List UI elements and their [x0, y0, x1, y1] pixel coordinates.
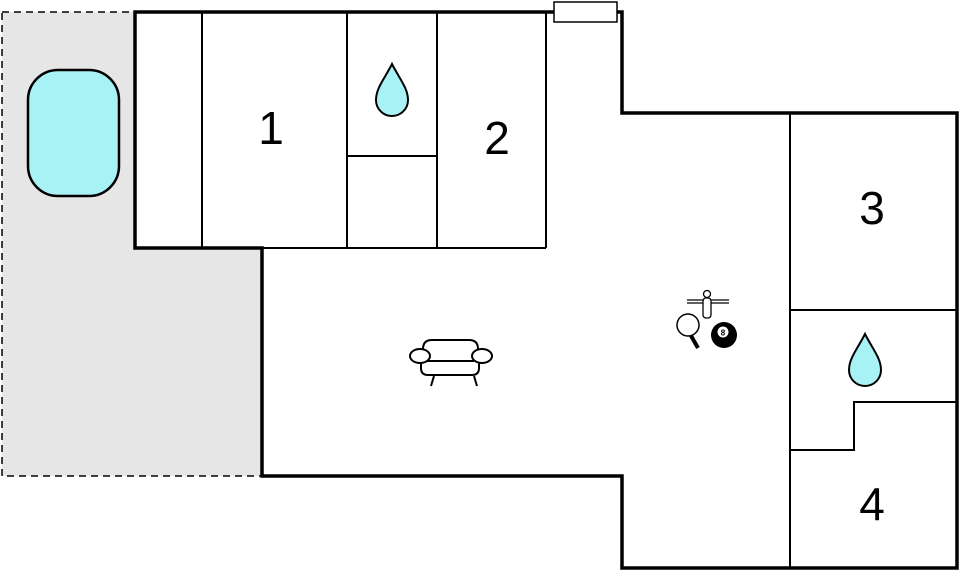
water-drop-icon [374, 61, 410, 117]
interior-walls [201, 12, 957, 568]
billiard-ball-icon: 8 [711, 322, 737, 348]
room-3-label: 3 [859, 182, 885, 234]
room-2-label: 2 [484, 112, 510, 164]
entrance [553, 1, 618, 23]
room-1-label: 1 [258, 102, 284, 154]
ping-pong-paddle-icon [676, 313, 700, 349]
svg-text:8: 8 [721, 329, 726, 338]
sofa-icon [409, 339, 493, 387]
room-4-label: 4 [859, 478, 885, 530]
foosball-icon [687, 289, 729, 319]
games-icon: 8 [676, 289, 737, 349]
pool [26, 68, 121, 198]
outer-walls [133, 10, 959, 570]
water-drop-icon [847, 331, 883, 387]
